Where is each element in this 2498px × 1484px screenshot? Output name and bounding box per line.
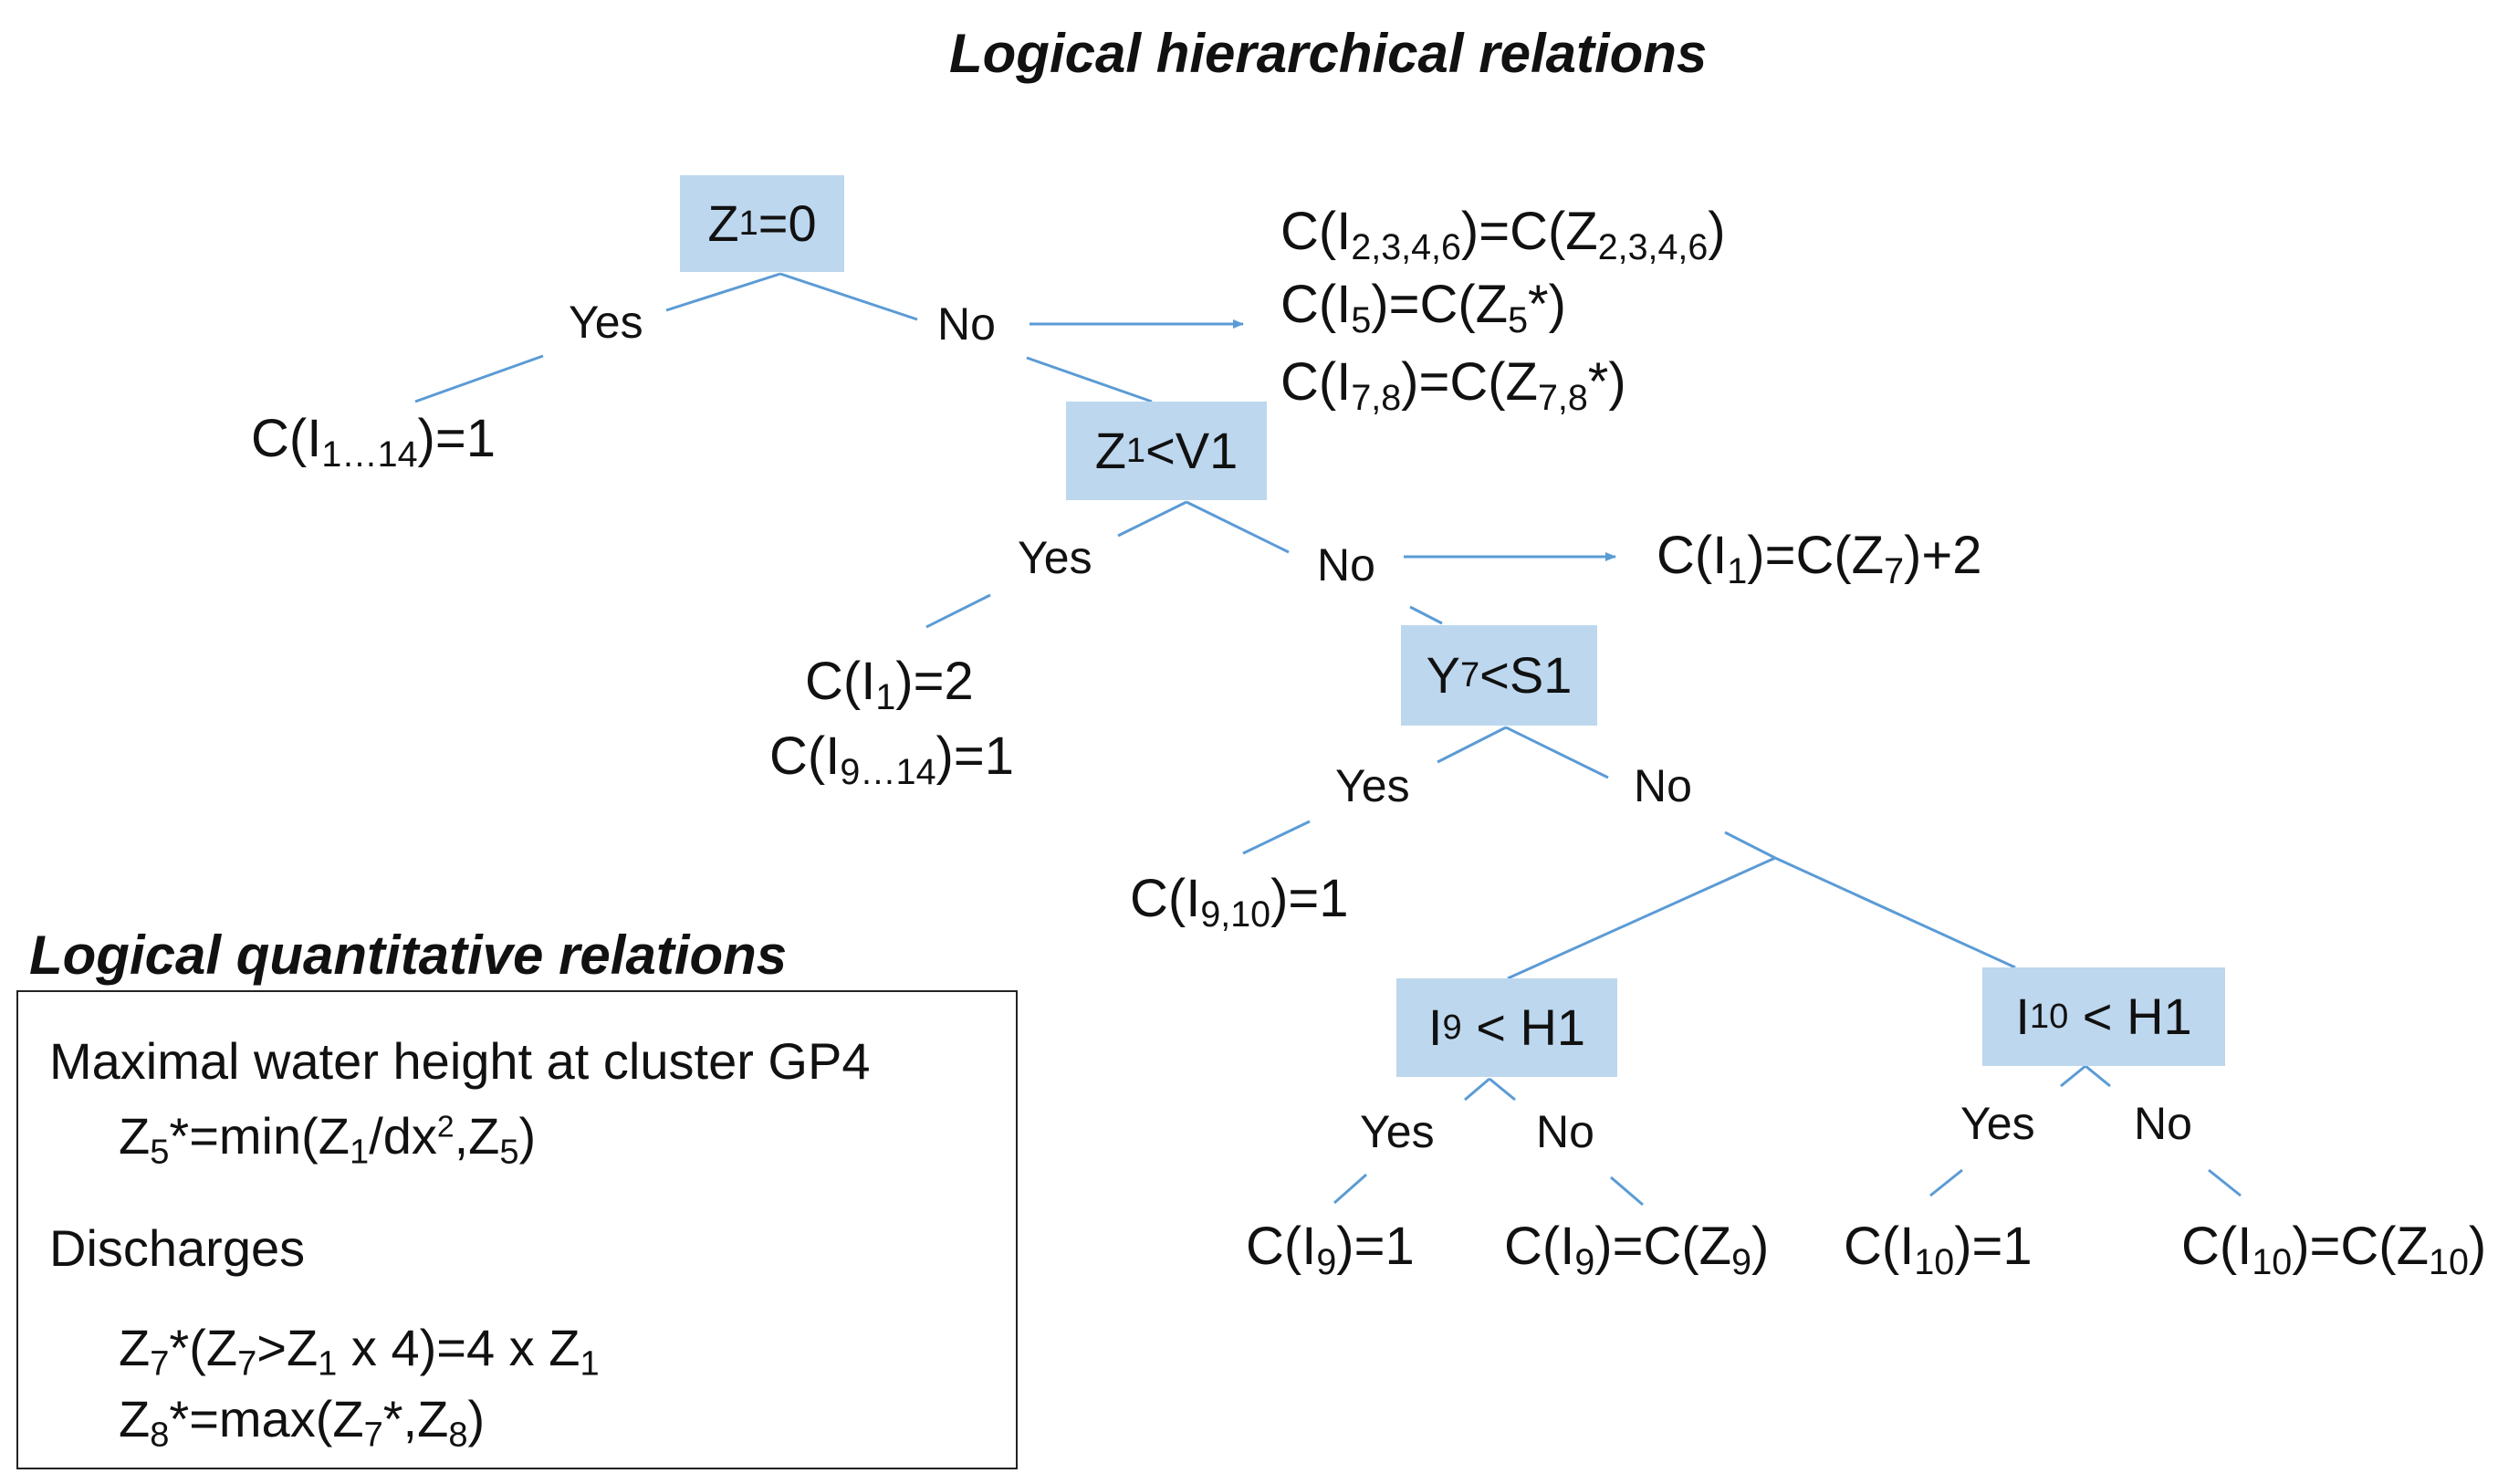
outcome-i10-yes: C(I10)=1 [1844, 1217, 2033, 1283]
outcome-v1-yes-b: C(I9…14)=1 [769, 726, 1014, 793]
edge-split-i9 [1507, 856, 1776, 980]
equation-z5: Z5*=min(Z1/dx2,Z5) [119, 1107, 537, 1172]
label-s1-yes: Yes [1335, 760, 1410, 811]
label-v1-yes: Yes [1018, 532, 1092, 583]
label-s1-no: No [1634, 760, 1692, 811]
d5-post: < H1 [2068, 988, 2192, 1045]
outcome-s1-yes: C(I9,10)=1 [1130, 869, 1349, 935]
outcome-z1-no-b: C(I5)=C(Z5*) [1280, 275, 1566, 341]
edge-i10-no [2085, 1064, 2111, 1088]
outcome-i9-no: C(I9)=C(Z9) [1504, 1217, 1770, 1283]
edge-i9-no-outcome [1610, 1176, 1644, 1207]
label-i9-no: No [1536, 1106, 1594, 1157]
outcome-i9-yes: C(I9)=1 [1246, 1217, 1415, 1283]
outcome-v1-no: C(I1)=C(Z7)+2 [1657, 526, 1982, 592]
d2-pre: Z [1094, 422, 1126, 479]
equation-z7: Z7*(Z7>Z1 x 4)=4 x Z1 [119, 1319, 600, 1384]
d4-pre: I [1427, 998, 1443, 1056]
d3-post: <S1 [1479, 646, 1573, 704]
equation-z8: Z8*=max(Z7*,Z8) [119, 1390, 486, 1455]
edge-v1-yes-outcome [925, 593, 991, 629]
outcome-all-one: C(I1…14)=1 [251, 409, 496, 476]
label-i10-yes: Yes [1960, 1098, 2035, 1149]
edge-split-i10 [1774, 856, 2016, 969]
d2-post: <V1 [1145, 422, 1239, 479]
edge-z1-yes [665, 272, 781, 312]
edge-i10-no-outcome [2208, 1168, 2242, 1197]
d4-post: < H1 [1461, 998, 1586, 1056]
edge-v1-no-next [1409, 605, 1443, 625]
outcome-z1-no-a: C(I2,3,4,6)=C(Z2,3,4,6) [1280, 202, 1726, 268]
edge-s1-no [1505, 726, 1609, 779]
edge-s1-no-split [1724, 831, 1776, 860]
edge-i10-yes [2060, 1064, 2086, 1088]
outcome-v1-yes-a: C(I1)=2 [805, 652, 974, 718]
outcome-i10-no: C(I10)=C(Z10) [2181, 1217, 2487, 1283]
edge-i9-no [1489, 1077, 1516, 1102]
label-z1-yes: Yes [569, 297, 643, 348]
heading-discharges: Discharges [49, 1219, 306, 1277]
edge-i9-yes [1464, 1077, 1490, 1102]
d5-pre: I [2015, 988, 2030, 1045]
edge-z1-no-next [1026, 356, 1153, 403]
edge-i10-yes-outcome [1929, 1168, 1963, 1197]
outcome-z1-no-c: C(I7,8)=C(Z7,8*) [1280, 352, 1626, 419]
edge-i9-yes-outcome [1333, 1173, 1367, 1205]
edge-z1-yes-outcome [414, 354, 544, 403]
quantitative-title: Logical quantitative relations [29, 925, 788, 986]
edge-z1-no [779, 272, 918, 321]
edge-v1-yes [1117, 500, 1187, 538]
d1-post: =0 [758, 194, 817, 252]
label-v1-no: No [1317, 539, 1375, 590]
heading-max-water-height: Maximal water height at cluster GP4 [49, 1032, 871, 1090]
d3-pre: Y [1426, 646, 1460, 704]
edge-v1-no [1186, 500, 1290, 554]
edge-s1-yes-outcome [1242, 820, 1311, 855]
quantitative-panel: Maximal water height at cluster GP4 Z5*=… [16, 990, 1018, 1469]
d1-pre: Z [707, 194, 739, 252]
label-z1-no: No [937, 298, 996, 350]
label-i10-no: No [2134, 1098, 2192, 1149]
edge-s1-yes [1437, 726, 1507, 764]
label-i9-yes: Yes [1360, 1106, 1435, 1157]
hierarchical-title: Logical hierarchical relations [949, 23, 1708, 84]
